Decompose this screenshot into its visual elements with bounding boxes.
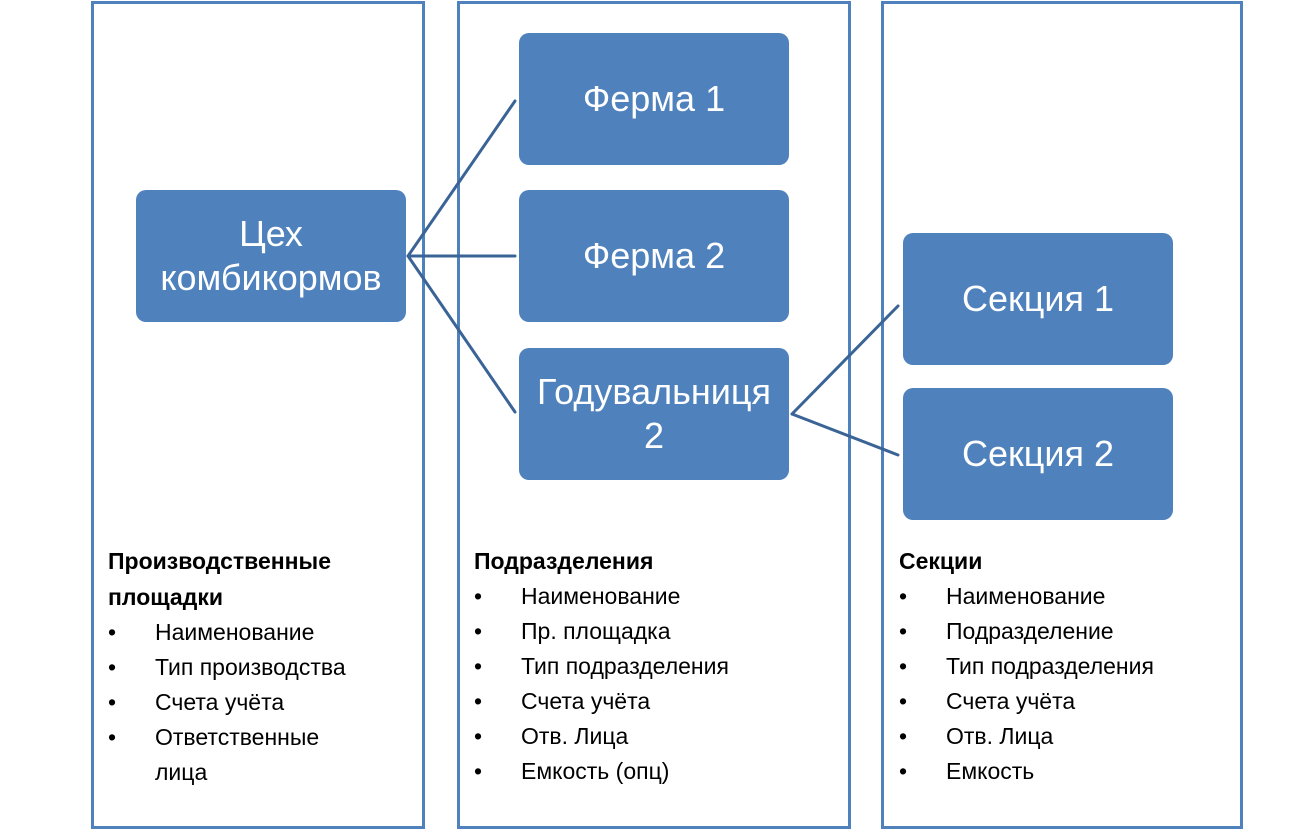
info-sections: Секции Наименование Подразделение Тип по…: [899, 543, 1229, 789]
list-item: Наименование: [899, 579, 1229, 614]
node-feeder-2: Годувальниця 2: [519, 348, 789, 480]
column-production-sites: [91, 1, 425, 829]
info-subdivisions: Подразделения Наименование Пр. площадка …: [474, 543, 834, 789]
node-workshop-label: Цех комбикормов: [160, 213, 382, 298]
info-sections-title: Секции: [899, 548, 983, 574]
info-subdivisions-list: Наименование Пр. площадка Тип подразделе…: [474, 579, 834, 789]
node-farm-1: Ферма 1: [519, 33, 789, 165]
node-section-1: Секция 1: [903, 233, 1173, 365]
node-farm-2-label: Ферма 2: [582, 235, 726, 276]
info-production-sites: Производственные площадки Наименование Т…: [108, 543, 398, 790]
node-workshop: Цех комбикормов: [136, 190, 406, 322]
list-item: Счета учёта: [108, 685, 398, 720]
list-item: Наименование: [108, 615, 398, 650]
info-subdivisions-title: Подразделения: [474, 548, 654, 574]
info-production-sites-title: Производственные площадки: [108, 548, 331, 610]
list-item: Тип подразделения: [474, 649, 834, 684]
node-farm-1-label: Ферма 1: [582, 78, 726, 119]
node-farm-2: Ферма 2: [519, 190, 789, 322]
node-section-2: Секция 2: [903, 388, 1173, 520]
node-section-2-label: Секция 2: [961, 433, 1114, 474]
info-sections-list: Наименование Подразделение Тип подраздел…: [899, 579, 1229, 789]
list-item: Ответственные лица: [108, 720, 355, 790]
list-item: Наименование: [474, 579, 834, 614]
list-item: Отв. Лица: [474, 719, 834, 754]
list-item: Тип производства: [108, 650, 398, 685]
list-item: Емкость: [899, 754, 1229, 789]
list-item: Отв. Лица: [899, 719, 1229, 754]
list-item: Счета учёта: [474, 684, 834, 719]
list-item: Пр. площадка: [474, 614, 834, 649]
list-item: Тип подразделения: [899, 649, 1229, 684]
node-feeder-2-label: Годувальниця 2: [537, 371, 771, 456]
info-production-sites-list: Наименование Тип производства Счета учёт…: [108, 615, 398, 790]
list-item: Подразделение: [899, 614, 1229, 649]
list-item: Счета учёта: [899, 684, 1229, 719]
node-section-1-label: Секция 1: [961, 278, 1114, 319]
list-item: Емкость (опц): [474, 754, 834, 789]
